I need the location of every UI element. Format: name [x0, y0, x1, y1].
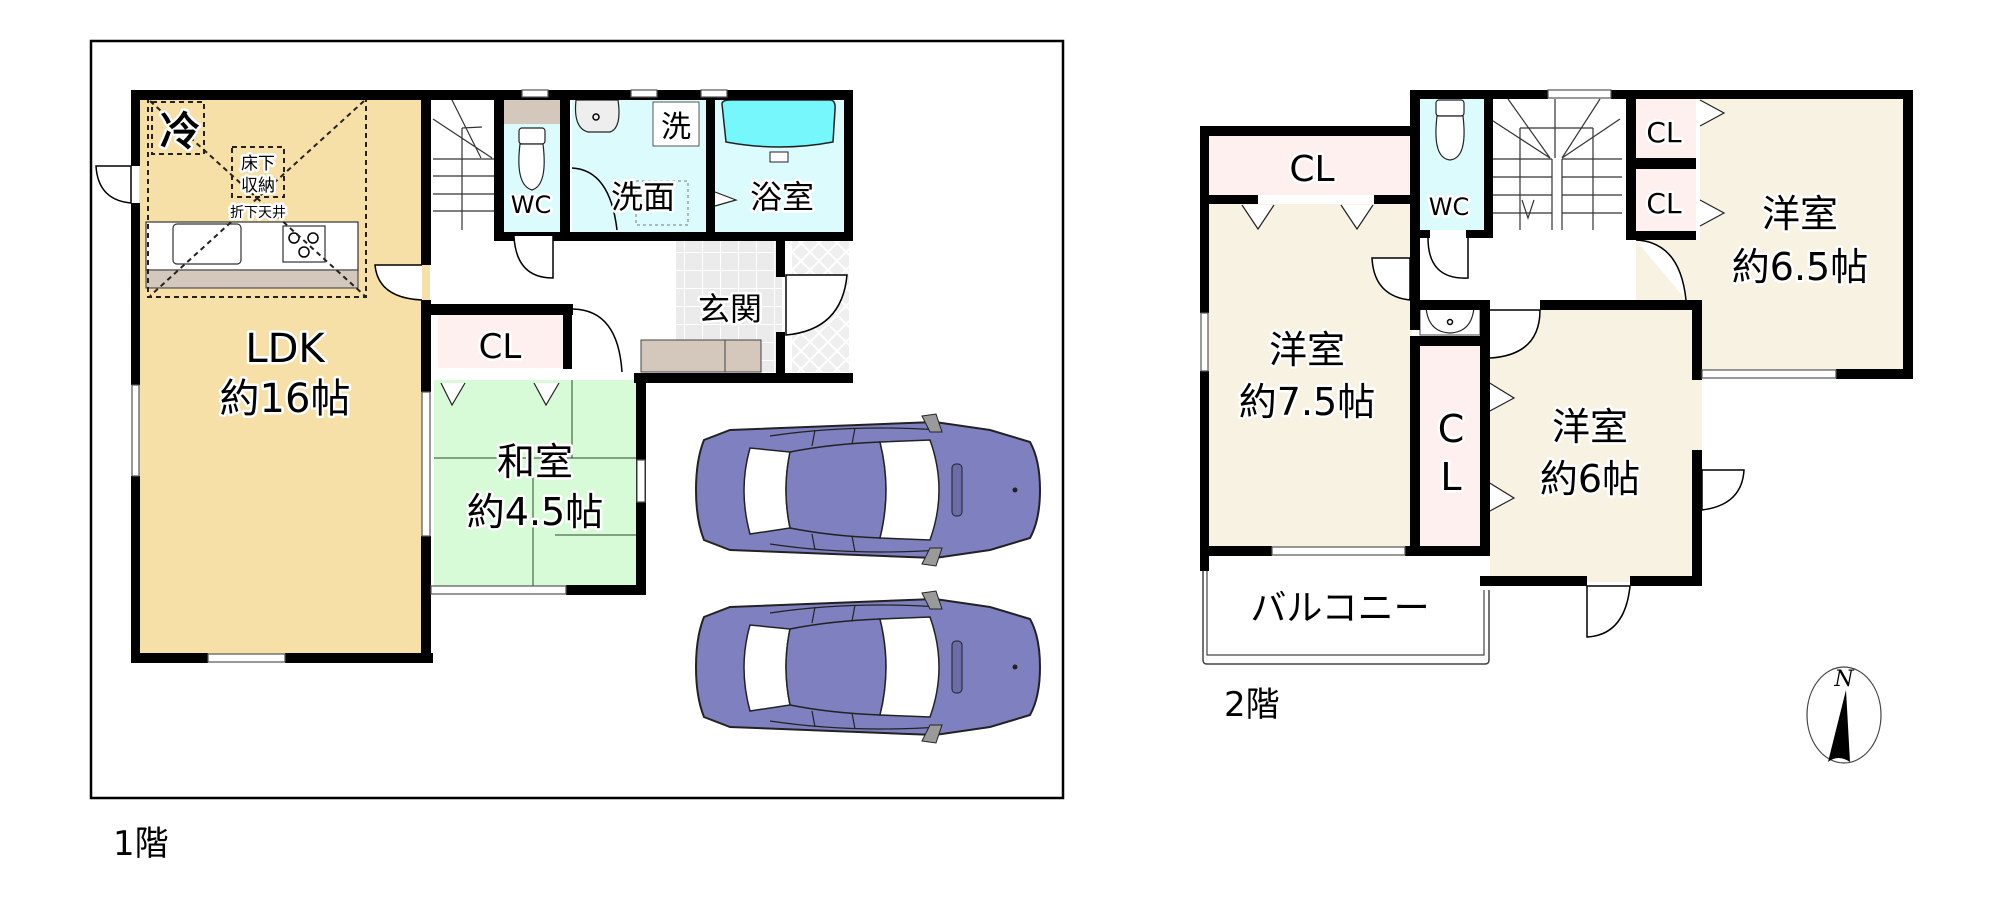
closet-1f [438, 314, 566, 368]
western-room-b-label: 洋室 [1269, 328, 1345, 372]
western-room-b [1208, 204, 1412, 554]
western-room-c [1490, 310, 1702, 582]
bathtub-icon [721, 99, 836, 148]
side-door[interactable] [95, 165, 132, 204]
floor1-label: 1階 [113, 824, 169, 864]
closet-2f-small-2 [1636, 169, 1696, 231]
stairs-1f [433, 97, 496, 235]
western-room-b-size: 約7.5帖 [1239, 380, 1375, 424]
western-c-balcony-door[interactable] [1586, 585, 1631, 638]
closet-2f-top-label: CL [1289, 149, 1334, 190]
compass-icon: N [1806, 666, 1882, 764]
entrance-label: 玄関 [698, 290, 762, 328]
stairs-down-arrow-icon [1521, 199, 1535, 220]
closet-1f-label: CL [479, 327, 522, 367]
bathroom-label: 浴室 [750, 178, 814, 216]
dropped-ceiling-label: 折下天井 [230, 205, 286, 221]
closet-vertical-l: L [1440, 455, 1461, 499]
washer-box [652, 101, 700, 147]
western-room-c-size: 約6帖 [1540, 457, 1640, 501]
underfloor-storage-box [231, 146, 285, 198]
underfloor-storage-label-2: 収納 [241, 176, 275, 196]
western-room-c-label: 洋室 [1552, 405, 1628, 449]
japanese-room-size: 約4.5帖 [467, 490, 603, 534]
ldk-label: LDK [245, 326, 326, 372]
washroom-label: 洗面 [611, 178, 675, 216]
closet-vertical-c: C [1438, 407, 1465, 451]
toilet-2f-icon [1435, 99, 1465, 117]
hall-door-arc [572, 308, 623, 373]
fridge-box [151, 101, 205, 155]
stove-icon [282, 225, 326, 263]
japanese-room [434, 380, 636, 588]
closet-2f-top [1208, 135, 1416, 195]
walls-2f [1200, 90, 1913, 586]
wc-2f-label: WC [1429, 193, 1470, 221]
stairs-2f [1490, 97, 1622, 230]
closet-2f-small-1 [1636, 97, 1696, 158]
western-c-side-door[interactable] [1701, 469, 1745, 511]
sink-icon [172, 223, 242, 265]
western-room-a-label: 洋室 [1762, 192, 1838, 236]
floor1-plan: 冷 床下 収納 折下天井 LDK 約16帖 WC 洗 洗面 浴室 [89, 39, 1065, 867]
wc-1f-label: WC [511, 191, 552, 219]
closet-2f-vertical [1420, 346, 1482, 546]
ldk-window [207, 653, 286, 663]
shoe-cabinet [640, 339, 726, 373]
toilet-icon [518, 127, 546, 145]
western-a-door[interactable] [1635, 239, 1687, 301]
japanese-room-label: 和室 [497, 440, 573, 484]
compass-north-label: N [1833, 667, 1854, 692]
ldk-room [139, 97, 430, 660]
underfloor-storage-label-1: 床下 [241, 154, 275, 174]
floor2-label: 2階 [1224, 685, 1280, 725]
western-room-a-size: 約6.5帖 [1732, 245, 1868, 289]
ldk-door[interactable] [374, 264, 423, 301]
balcony-outline [1202, 570, 1490, 665]
kitchen-backsplash [145, 269, 359, 289]
wc-door[interactable] [513, 235, 554, 279]
closet-2f-small-2-label: CL [1646, 187, 1682, 220]
western-room-a [1700, 97, 1903, 372]
basin-icon [574, 99, 620, 133]
washer-label: 洗 [661, 110, 691, 145]
western-c-door[interactable] [1489, 309, 1541, 359]
fridge-label: 冷 [160, 109, 200, 155]
balcony-label: バルコニー [1250, 588, 1429, 629]
wc-2f-door[interactable] [1427, 237, 1469, 279]
car-2 [695, 590, 1041, 744]
floor2-plan: CL 洋室 約7.5帖 WC CL CL 洋室 約6.5帖 C L [1200, 89, 1913, 764]
car-1 [695, 413, 1041, 567]
western-b-door[interactable] [1371, 257, 1411, 301]
ldk-size: 約16帖 [220, 376, 351, 422]
front-door[interactable] [785, 274, 848, 336]
closet-2f-small-1-label: CL [1646, 116, 1682, 149]
